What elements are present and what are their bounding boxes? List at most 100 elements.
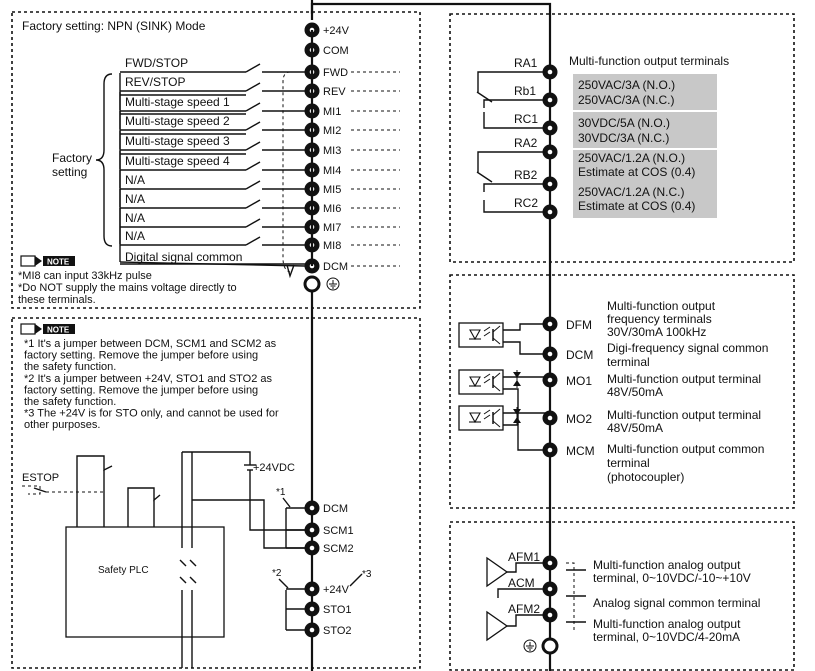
note2-line: the safety function. [24,361,116,373]
terminal-label: MI7 [323,222,341,234]
terminal-hole [309,627,315,633]
switch-label: Multi-stage speed 3 [125,134,230,148]
rating-box-4 [573,182,717,218]
input-jumper-loop [282,71,291,273]
transistor-c [492,408,501,416]
switch-icon [119,170,305,190]
jumper-arrow [286,264,295,279]
estop-ch1 [76,455,113,527]
light-arrow-2 [483,414,491,420]
factory-setting-label-1: Factory [52,151,92,165]
plc-contact-1 [179,559,187,567]
note1-line-3: these terminals. [18,294,96,306]
safety-terminal-label: SCM2 [323,543,354,555]
terminal-label: DCM [323,261,348,273]
factory-brace [95,73,113,247]
terminal-hole [547,612,553,618]
diode-icon-1 [513,370,521,388]
dout-terminal-mo2 [542,410,558,426]
dout-desc-line: frequency terminals [607,312,712,326]
terminal-label: MI2 [323,125,341,137]
dout-desc-line: 30V/30mA 100kHz [607,325,706,339]
terminal-hole [547,560,553,566]
dout-terminal-label: MO2 [566,412,592,426]
light-arrow-1 [483,409,491,415]
dout-desc-line: Multi-function output common [607,442,764,456]
rating-1b: 250VAC/3A (N.C.) [578,93,674,107]
relay-terminal-label: RC2 [514,196,538,210]
aout-terminal-label: AFM1 [508,550,540,564]
relay-title: Multi-function output terminals [569,54,729,68]
photocoupler-box [458,405,504,431]
terminal-hole [547,351,553,357]
safety-terminal-sto2 [304,622,320,638]
safety-section [11,317,421,669]
terminal-hole [547,415,553,421]
dout-terminal-mo1 [542,372,558,388]
photocoupler-group [458,322,546,451]
terminal-label: +24V [323,25,350,37]
terminal-label: MI5 [323,184,341,196]
dout-desc-line: Multi-function output terminal [607,408,761,422]
terminal-hole [309,527,315,533]
terminal-hole [547,125,553,131]
terminal-label: MI6 [323,203,341,215]
rating-box-3 [573,150,717,186]
switch-label: N/A [125,229,145,243]
dout-terminal-dcm [542,346,558,362]
plc-contact-4 [189,576,197,584]
aout-terminal-afm2 [542,607,558,623]
rating-2b: 30VDC/3A (N.C.) [578,131,669,145]
mark-1: *1 [276,487,286,498]
terminal-hole [547,181,553,187]
aout-desc-line: Multi-function analog output [593,617,741,631]
terminal-hole [547,149,553,155]
factory-setting-label-2: setting [52,165,87,179]
photocoupler-box [458,322,504,348]
switch-label: Multi-stage speed 1 [125,95,230,109]
mark-1-arrow [282,497,291,508]
rating-box-1 [573,74,717,110]
relay-terminal-label: RB2 [514,168,538,182]
aout-terminal-acm [542,581,558,597]
switch-icon [120,63,305,73]
terminal-hole [547,69,553,75]
ground-icon-2 [523,639,537,653]
aout-desc-line: terminal, 0~10VDC/-10~+10V [593,571,751,585]
terminal-hole [547,321,553,327]
relay-terminal-label: RC1 [514,112,538,126]
dout-terminal-label: MCM [566,444,595,458]
relay-contact-icon [476,71,545,129]
switch-icon [119,92,305,112]
aout-desc-line: Analog signal common terminal [593,596,760,610]
dout-terminal-label: MO1 [566,374,592,388]
supply-label: +24VDC [253,462,295,474]
led-triangle [469,412,481,424]
switch-label: N/A [125,192,145,206]
plc-to-scm2 [192,499,305,549]
transistor-c [492,372,501,380]
pc1-out [503,323,545,331]
switch-blade [245,102,261,112]
relay-contact-icon-2 [476,151,545,213]
switch-icon [33,487,47,493]
terminal-label: REV [323,86,346,98]
dout-terminal-label: DCM [566,348,593,362]
estop-dash [22,485,41,495]
pc3-out [503,412,546,418]
switch-icon [119,208,305,228]
safety-terminal-24v [304,581,320,597]
terminal-hole [309,545,315,551]
note-icon-2 [20,323,75,335]
note2-line: *2 It's a jumper between +24V, STO1 and … [24,373,273,385]
mark-3: *3 [362,569,372,580]
switch-label: N/A [125,173,145,187]
terminal-hole [547,586,553,592]
switch-blade [245,63,261,73]
switch-blade [245,161,261,171]
dout-desc-line: Multi-function output terminal [607,372,761,386]
note1-line-2: *Do NOT supply the mains voltage directl… [18,282,237,294]
terminal-hole [309,586,315,592]
